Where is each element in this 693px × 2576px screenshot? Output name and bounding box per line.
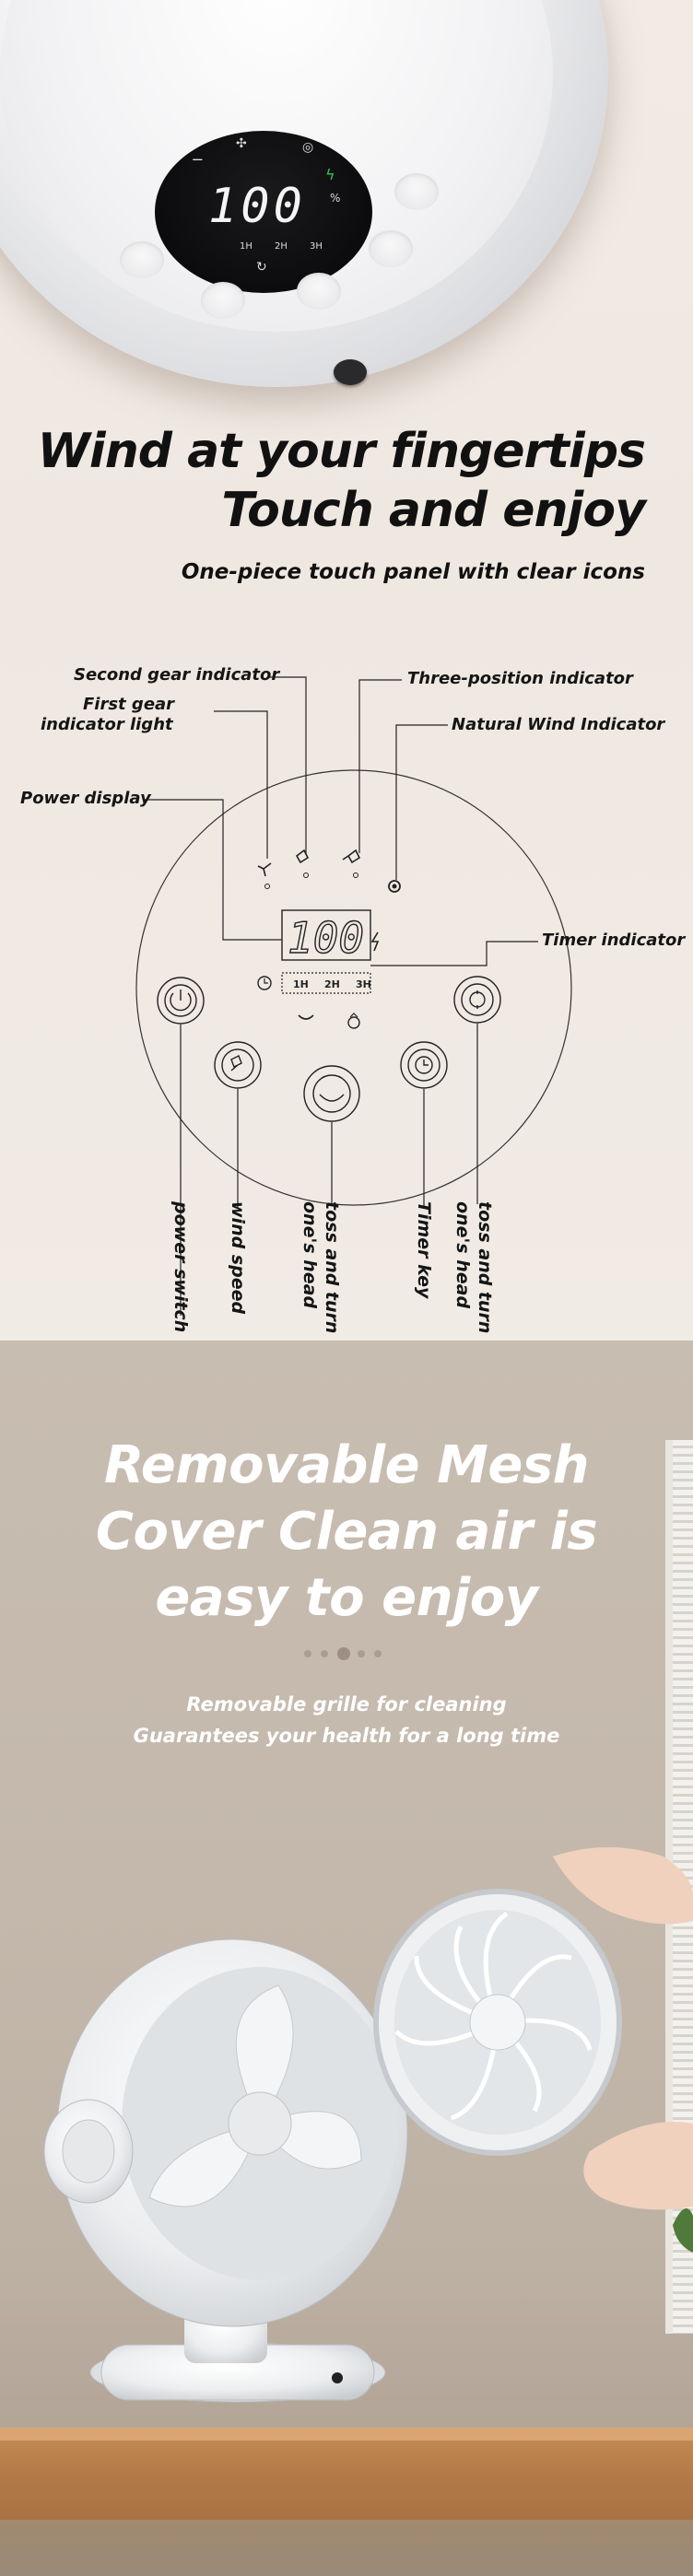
photo-led-screen: ⚊ ✣ ◎ ϟ 100 % 1H 2H 3H ↻ — [155, 131, 372, 293]
turn-button-outline — [453, 976, 501, 1024]
photo-button-timer — [369, 230, 413, 267]
label-natural-wind: Natural Wind Indicator — [452, 715, 665, 734]
natural-wind-icon — [388, 880, 401, 893]
photo-button-oscillate — [297, 273, 341, 310]
hand-top — [553, 1847, 693, 1925]
dot — [321, 1650, 328, 1657]
fan-hub — [228, 2091, 292, 2156]
wind-speed-icon — [230, 1055, 242, 1071]
panel-diagram: 100 1H 2H 3H — [0, 645, 693, 1341]
display-digits-outline: 100 — [288, 913, 364, 963]
photo-timer-3h: 3H — [310, 241, 323, 252]
timer-1h-label: 1H — [293, 978, 309, 990]
fan-photo-illustration — [43, 1847, 693, 2403]
photo-button-power — [120, 241, 164, 278]
carousel-dots — [304, 1647, 389, 1660]
label-power-switch: power switch — [170, 1201, 191, 1333]
dot — [358, 1650, 365, 1657]
section2-subtitle: Removable grille for cleaning Guarantees… — [0, 1689, 693, 1751]
label-timer-indicator: Timer indicator — [542, 931, 686, 950]
label-toss-turn-1-line1: toss and turn — [322, 1201, 342, 1334]
section1-title-line2: Touch and enjoy — [221, 483, 646, 538]
panel-diagram-svg: 100 1H 2H 3H — [135, 676, 572, 1316]
timer-clock-icon — [257, 976, 272, 990]
label-first-gear-2: indicator light — [41, 715, 173, 734]
turn-icon — [469, 990, 486, 1009]
power-button-outline — [157, 977, 205, 1025]
section1-title: Wind at your fingertips Touch and enjoy — [37, 422, 646, 540]
timer-button-outline — [400, 1041, 448, 1089]
section2-subtitle-line2: Guarantees your health for a long time — [133, 1725, 560, 1747]
label-second-gear: Second gear indicator — [74, 665, 280, 685]
label-toss-turn-2-line2: one's head — [452, 1201, 473, 1309]
photo-natural-wind-icon: ◎ — [302, 140, 314, 155]
photo-timer-2h: 2H — [275, 241, 288, 252]
oscillate-indicator-icon — [347, 1016, 360, 1029]
label-timer-key: Timer key — [414, 1201, 434, 1299]
smile-indicator-icon — [298, 1014, 314, 1020]
timer-box — [281, 972, 371, 994]
label-toss-turn-2: toss and turn one's head — [452, 1201, 496, 1333]
photo-display-unit: % — [330, 192, 341, 205]
photo-oscillate-icon: ↻ — [256, 260, 267, 275]
first-gear-icon — [257, 862, 272, 877]
label-first-gear-1: First gear — [83, 695, 175, 714]
label-power-display: Power display — [20, 789, 151, 808]
panel-outline-circle — [135, 769, 572, 1206]
oscillate-button-outline — [303, 1065, 360, 1122]
label-three-position: Three-position indicator — [407, 669, 633, 688]
removable-mesh-section: Removable Mesh Cover Clean air is easy t… — [0, 1341, 693, 2576]
section2-subtitle-line1: Removable grille for cleaning — [186, 1693, 507, 1715]
three-position-icon — [342, 849, 361, 864]
fan-blades — [148, 1985, 362, 2207]
dot — [374, 1650, 382, 1657]
timer-2h-label: 2H — [324, 978, 340, 990]
natural-wind-icon-dot — [392, 884, 397, 889]
photo-gear1-icon: ⚊ — [192, 149, 204, 164]
dot — [304, 1650, 311, 1657]
photo-timer-1h: 1H — [240, 241, 253, 252]
oscillate-icon — [319, 1094, 345, 1102]
touch-panel-section: ⚊ ✣ ◎ ϟ 100 % 1H 2H 3H ↻ Wind at your fi… — [0, 0, 693, 1341]
section2-title-line3: easy to enjoy — [155, 1568, 538, 1628]
photo-power-bolt-icon: ϟ — [325, 166, 335, 183]
display-box — [281, 909, 371, 961]
photo-button-wind — [201, 282, 245, 319]
fan-base-knob — [332, 2372, 343, 2383]
photo-button-turn — [394, 173, 439, 210]
section2-title-line2: Cover Clean air is — [95, 1502, 598, 1562]
section1-subtitle: One-piece touch panel with clear icons — [181, 560, 645, 584]
label-wind-speed: wind speed — [228, 1201, 248, 1315]
dot-active — [337, 1647, 350, 1660]
first-gear-dot — [264, 884, 270, 889]
timer-3h-label: 3H — [356, 978, 371, 990]
plant-leaf — [673, 2208, 693, 2253]
label-toss-turn-1-line2: one's head — [300, 1201, 320, 1309]
section2-title: Removable Mesh Cover Clean air is easy t… — [0, 1433, 693, 1632]
label-toss-turn-2-line1: toss and turn — [475, 1201, 495, 1334]
power-icon — [170, 989, 192, 1012]
timer-key-icon — [423, 1060, 429, 1066]
wooden-table — [0, 2428, 693, 2576]
three-position-dot — [353, 872, 358, 878]
second-gear-icon — [295, 849, 310, 864]
hand-bottom — [583, 2122, 693, 2210]
section1-title-line1: Wind at your fingertips — [37, 424, 646, 479]
photo-gear2-icon: ✣ — [236, 136, 247, 151]
section2-title-line1: Removable Mesh — [103, 1435, 590, 1495]
removed-grille — [373, 1889, 622, 2156]
photo-display-digits: 100 — [208, 179, 306, 234]
photo-rotary-knob — [334, 359, 367, 385]
wind-speed-button-outline — [214, 1041, 262, 1089]
second-gear-dot — [303, 872, 309, 878]
power-bolt-icon — [370, 931, 380, 952]
label-toss-turn-1: toss and turn one's head — [299, 1201, 343, 1333]
